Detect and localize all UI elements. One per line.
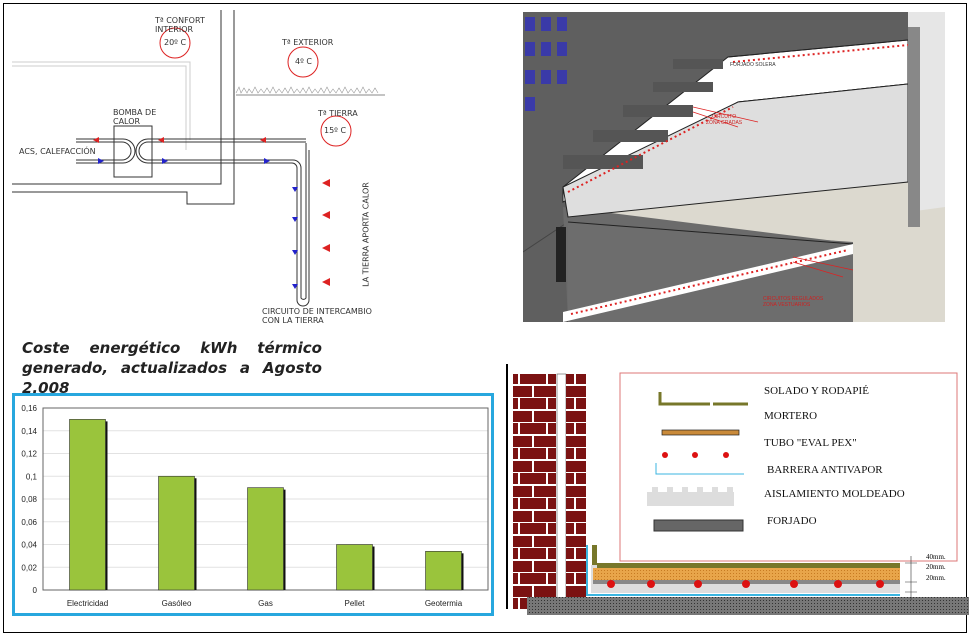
bar-pellet (336, 544, 373, 591)
legend-solado: SOLADO Y RODAPIÉ (764, 385, 869, 397)
y-tick-label: 0,16 (21, 404, 37, 413)
dim-20mm-a: 20mm. (926, 563, 946, 571)
bar-geotermia (425, 551, 462, 591)
circuit-label-line1: CIRCUITO DE INTERCAMBIO (262, 307, 372, 316)
confort-label-line1: Tª CONFORT (155, 16, 205, 25)
vestuarios-label-line2: ZONA VESTUARIOS (763, 302, 811, 308)
x-tick-label: Gas (258, 599, 273, 608)
section-title-line2: generado, actualizados a Agosto 2.008 (22, 359, 322, 397)
x-tick-label: Pellet (344, 599, 365, 608)
y-tick-label: 0,12 (21, 450, 37, 459)
legend-tubo: TUBO "EVAL PEX" (764, 437, 857, 449)
acs-label: ACS, CALEFACCIÓN (19, 147, 96, 156)
circuit-label-line2: CON LA TIERRA (262, 316, 324, 325)
dim-20mm-b: 20mm. (926, 574, 946, 582)
section-title-line1: Coste energético kWh térmico (22, 339, 322, 357)
exterior-label: Tª EXTERIOR (282, 38, 334, 47)
confort-label-line2: INTERIOR (155, 25, 194, 34)
geothermal-drawing (12, 10, 385, 307)
bar-gas (247, 487, 284, 591)
legend-barrera: BARRERA ANTIVAPOR (767, 464, 883, 476)
bar-gasóleo (158, 475, 195, 591)
x-tick-label: Electricidad (67, 599, 108, 608)
x-tick-label: Geotermia (425, 599, 463, 608)
page-frame (3, 3, 967, 633)
earth-heat-label: LA TIERRA APORTA CALOR (361, 182, 371, 287)
floor-section-drawing (506, 364, 969, 615)
exterior-temp: 4º C (295, 57, 312, 66)
confort-temp: 20º C (164, 38, 187, 47)
tierra-temp: 15º C (324, 126, 347, 135)
x-tick-label: Gasóleo (162, 599, 192, 608)
bar-electricidad (69, 419, 106, 591)
pump-label-line2: CALOR (113, 117, 141, 126)
section-title: Coste energético kWh térmico generado, a… (22, 338, 322, 398)
chart-svg: 0 0,02 0,04 0,06 0,08 0,1 0,12 0,14 0,16Electric… (21, 404, 489, 608)
legend-aislamiento: AISLAMIENTO MOLDEADO (764, 488, 905, 500)
y-tick-label: 0,06 (21, 518, 37, 527)
legend-mortero: MORTERO (764, 410, 818, 422)
dim-40mm: 40mm. (926, 553, 946, 561)
y-tick-label: 0,02 (21, 563, 37, 572)
floor-section-diagram: SOLADO Y RODAPIÉ MORTERO TUBO "EVAL PEX"… (505, 360, 969, 615)
gradas-label-line1: CIRCUITO (712, 114, 737, 120)
legend-forjado: FORJADO (767, 515, 817, 527)
y-tick-label: 0,04 (21, 541, 37, 550)
y-tick-label: 0,1 (26, 472, 38, 481)
y-tick-label: 0,08 (21, 495, 37, 504)
forjado-solera-label: FORJADO SOLERA (730, 62, 776, 68)
vestuarios-label-line1: CIRCUITOS REGULADOS (763, 296, 824, 302)
stadium-drawing (523, 12, 945, 322)
pump-label-line1: BOMBA DE (113, 108, 157, 117)
tierra-label: Tª TIERRA (318, 109, 358, 118)
gradas-label-line2: ZONA GRADAS (706, 120, 743, 126)
y-tick-label: 0,14 (21, 427, 37, 436)
y-tick-label: 0 (33, 586, 38, 595)
